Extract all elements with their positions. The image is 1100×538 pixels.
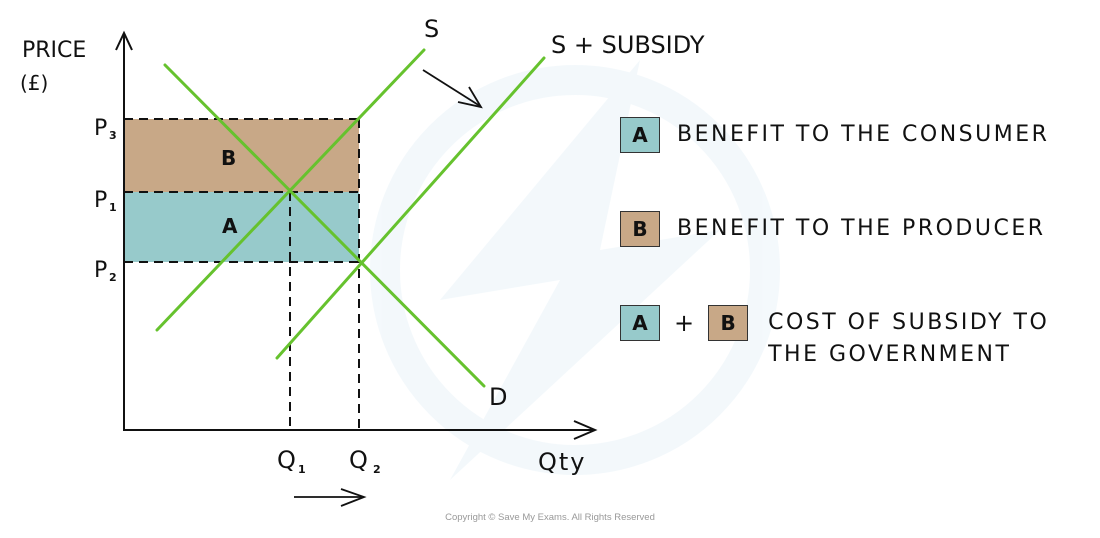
x-axis-arrowhead-icon xyxy=(573,420,598,440)
area-b-label: B xyxy=(221,146,236,170)
legend-plus-sign: + xyxy=(674,309,695,337)
quantity-label-q2: Q 2 xyxy=(349,446,381,476)
price-label-p1: P 1 xyxy=(94,188,117,214)
y-axis-label: PRICE xyxy=(22,38,86,63)
y-axis-arrowhead-icon xyxy=(115,30,133,51)
legend-text-government-cost-line2: THE GOVERNMENT xyxy=(768,342,1012,367)
y-axis-unit: (£) xyxy=(20,71,48,95)
supply-subsidy-curve xyxy=(275,56,546,360)
area-a-label: A xyxy=(222,214,238,238)
svg-text:2: 2 xyxy=(373,463,381,476)
legend-text-producer-benefit: BENEFIT TO THE PRODUCER xyxy=(677,216,1046,241)
svg-text:1: 1 xyxy=(109,201,117,214)
quantity-label-q1: Q 1 xyxy=(277,446,306,476)
legend-text-consumer-benefit: BENEFIT TO THE CONSUMER xyxy=(677,122,1050,147)
legend-item-producer-benefit: B BENEFIT TO THE PRODUCER xyxy=(620,211,1046,247)
demand-curve xyxy=(163,63,486,388)
svg-text:Q: Q xyxy=(349,446,368,474)
price-label-p2: P 2 xyxy=(94,258,117,284)
supply-subsidy-curve-label: S + SUBSIDY xyxy=(551,31,705,59)
svg-text:P: P xyxy=(94,188,107,213)
x-axis-label: Qty xyxy=(538,448,587,476)
demand-curve-label: D xyxy=(489,383,507,411)
supply-curve-label: S xyxy=(424,15,439,43)
legend-item-consumer-benefit: A BENEFIT TO THE CONSUMER xyxy=(620,117,1049,153)
legend-text-government-cost-line1: COST OF SUBSIDY TO xyxy=(768,310,1050,335)
svg-text:P: P xyxy=(94,116,107,141)
watermark-logo xyxy=(370,60,780,480)
quantity-shift-arrowhead-icon xyxy=(340,488,367,507)
legend-item-government-cost: A + B COST OF SUBSIDY TO THE GOVERNMENT xyxy=(620,305,1049,371)
area-a-consumer-benefit xyxy=(124,192,359,262)
supply-curve xyxy=(155,48,426,332)
svg-text:Q: Q xyxy=(277,446,296,474)
legend-swatch-b: B xyxy=(708,305,749,341)
legend-swatch-b: B xyxy=(620,211,660,247)
legend-swatch-a: A xyxy=(620,117,660,153)
supply-shift-arrowhead-icon xyxy=(457,86,483,109)
svg-text:1: 1 xyxy=(298,463,306,476)
svg-text:P: P xyxy=(94,258,107,283)
price-label-p3: P 3 xyxy=(94,116,117,142)
svg-text:2: 2 xyxy=(109,271,117,284)
supply-shift-arrow-icon xyxy=(422,69,481,107)
copyright-notice: Copyright © Save My Exams. All Rights Re… xyxy=(445,512,655,523)
legend-swatch-a: A xyxy=(620,305,660,341)
svg-text:3: 3 xyxy=(109,129,117,142)
area-b-producer-benefit xyxy=(124,119,359,192)
